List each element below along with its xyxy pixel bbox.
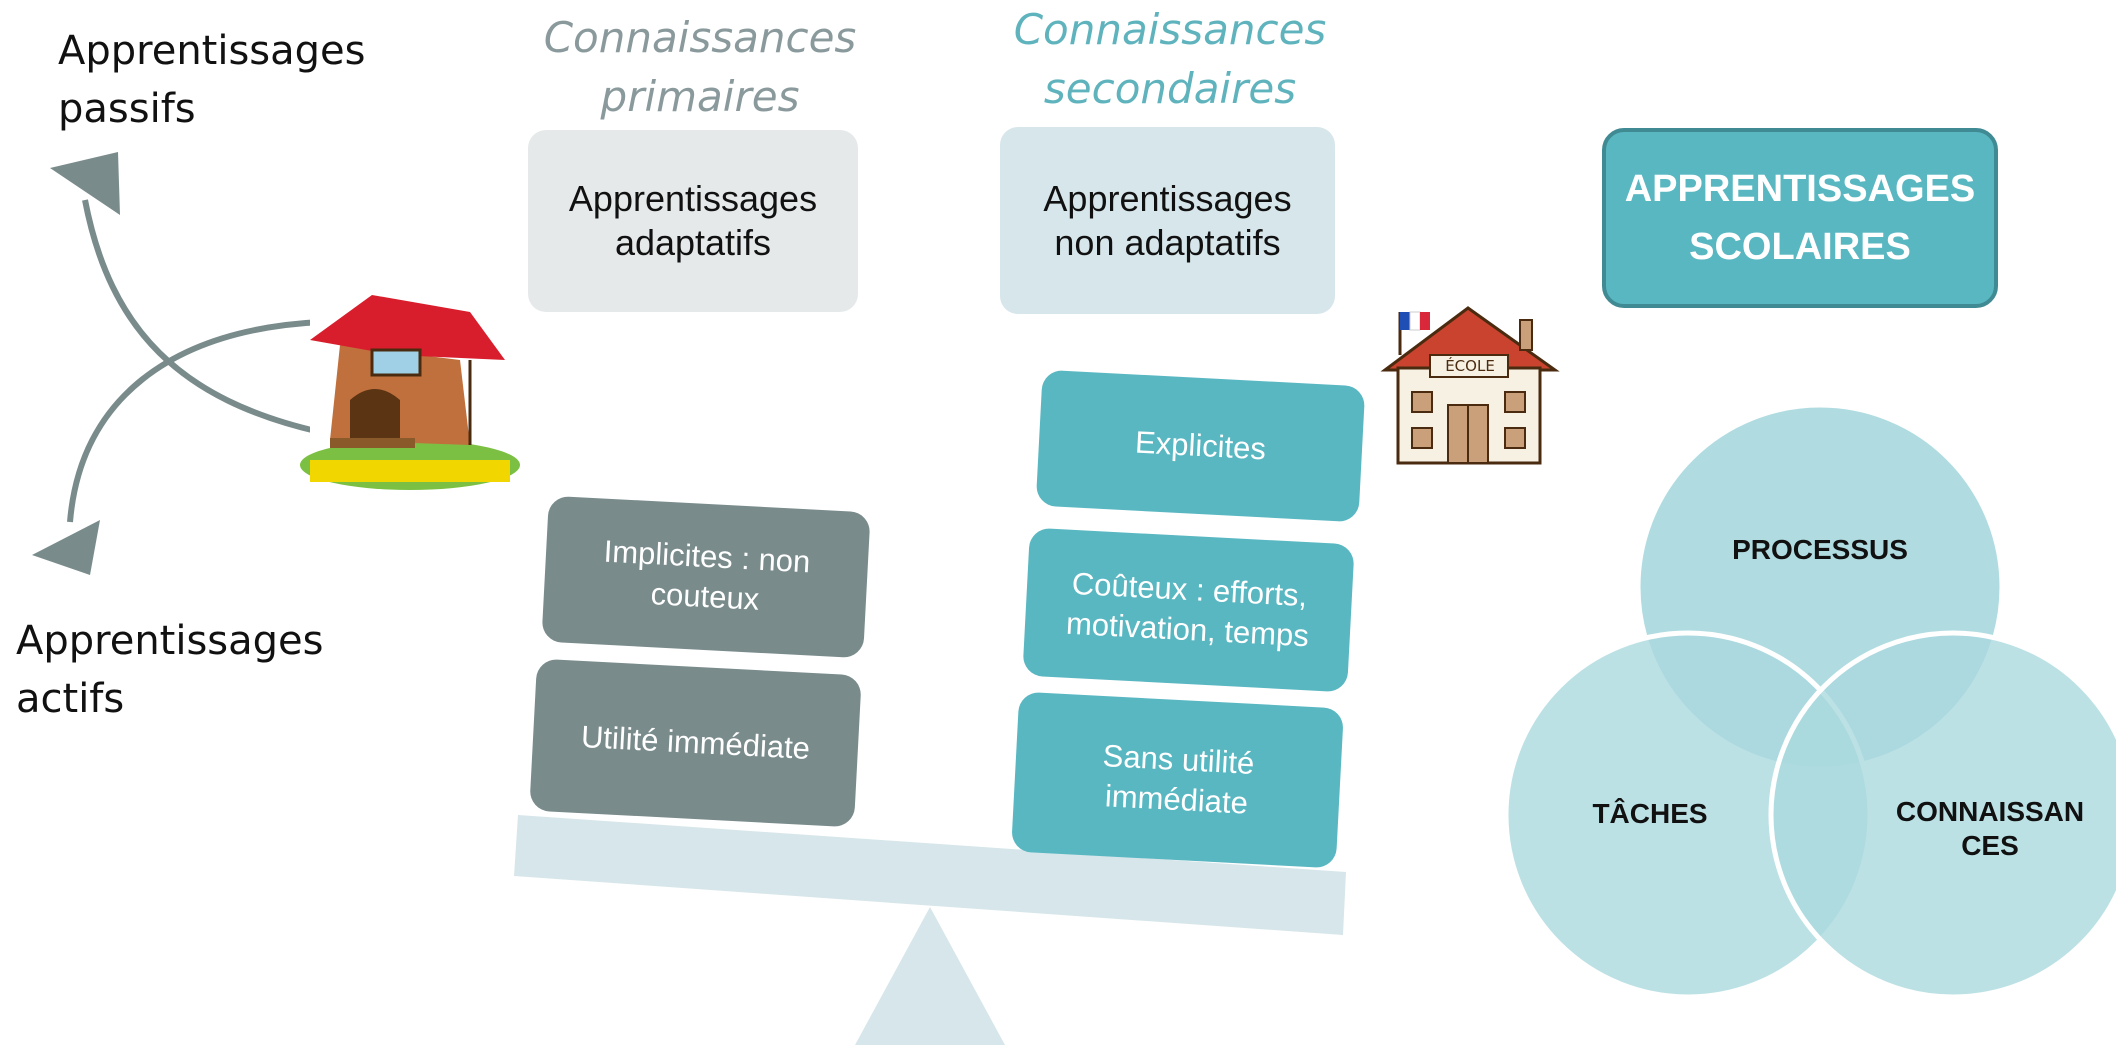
costly-block: Coûteux : efforts,motivation, temps — [1022, 527, 1355, 693]
school-sign: ÉCOLE — [1445, 357, 1495, 375]
venn-label-processus: PROCESSUS — [1732, 534, 1908, 565]
venn-label-taches: TÂCHES — [1592, 798, 1708, 829]
balance-beam — [514, 815, 1346, 935]
balance-fulcrum — [855, 907, 1005, 1045]
venn-diagram — [1503, 402, 2116, 1000]
explicit-block: Explicites — [1035, 369, 1366, 523]
school-icon — [1380, 306, 1560, 465]
curved-arrow-down-icon — [32, 319, 321, 575]
immediate-utility-block: Utilité immédiate — [529, 658, 862, 828]
house-icon — [300, 285, 520, 490]
curved-arrow-up-icon — [50, 152, 321, 435]
french-flag-icon — [1398, 311, 1430, 355]
